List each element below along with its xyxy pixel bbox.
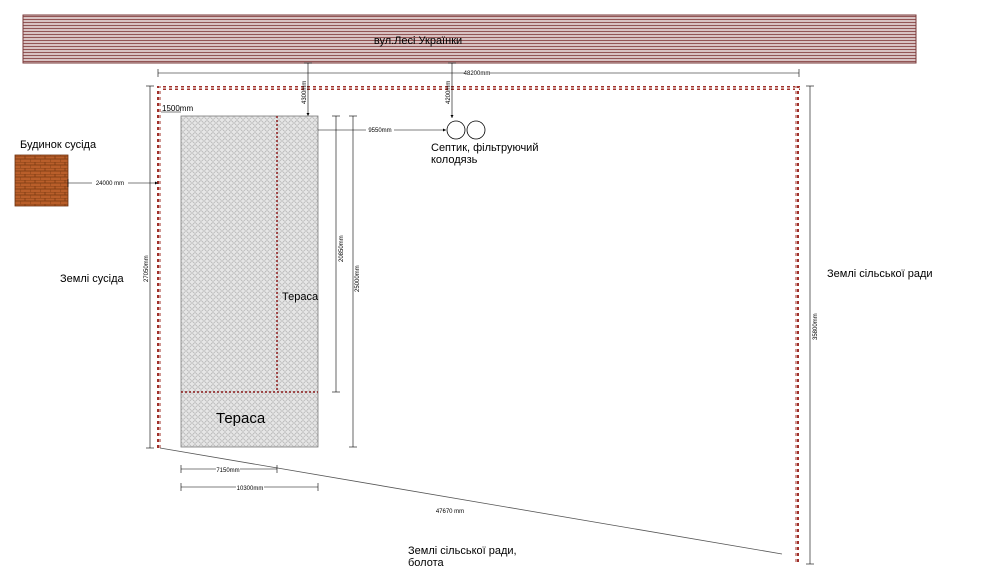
dim-label-house-width: 10300mm: [237, 486, 264, 492]
plot-boundary: [157, 86, 800, 564]
dim-label-left-side: 27050mm: [144, 255, 150, 282]
street-name: вул.Лесі Українки: [374, 35, 462, 47]
septic-label-line1: Септик, фільтруючий: [431, 142, 538, 154]
dim-label-house-width-inner: 7150mm: [216, 468, 239, 474]
filter-well-icon: [466, 120, 486, 140]
dim-house-width-inner: 7150mm: [180, 465, 278, 474]
fence-left: [157, 86, 161, 448]
house-block: Тераса Тераса: [180, 115, 319, 448]
terrace-right-label: Тераса: [282, 291, 319, 303]
dim-label-right-side: 35800mm: [813, 313, 819, 340]
fence-top: [158, 86, 800, 90]
dim-label-house-full-depth: 25000mm: [355, 265, 361, 292]
street-band: [22, 14, 917, 64]
neighbor-house-label: Будинок сусіда: [20, 139, 97, 151]
council-land-label: Землі сільської ради: [827, 268, 933, 280]
dim-top-width: 48200mm: [157, 69, 800, 77]
dim-house-full-depth: 25000mm: [349, 115, 361, 448]
swamp-label-line1: Землі сільської ради,: [408, 545, 517, 557]
dim-label-bottom-diagonal: 47670 mm: [436, 509, 464, 515]
dim-label-house-offset: 1500mm: [162, 104, 193, 113]
dim-street-gap-1: 4300mm: [302, 62, 312, 116]
dim-house-offset: 1500mm: [161, 104, 193, 113]
septic: 9550mm Септик, фільтруючий колодязь: [318, 120, 538, 166]
dim-label-street-gap-2: 4200mm: [446, 81, 452, 104]
dim-right-side: 35800mm: [806, 85, 819, 565]
dim-label-street-gap-1: 4300mm: [302, 81, 308, 104]
dim-label-neighbor-offset: 24000 mm: [96, 181, 124, 187]
dim-label-septic-offset: 9550mm: [368, 128, 391, 134]
street: вул.Лесі Українки: [22, 14, 917, 64]
dim-house-width: 10300mm: [180, 483, 319, 492]
septic-tank-icon: [446, 120, 466, 140]
fence-right: [795, 86, 799, 564]
septic-label-line2: колодязь: [431, 154, 478, 166]
dim-street-gap-2: 4200mm: [446, 62, 456, 118]
terrace-bottom-label: Тераса: [216, 410, 266, 427]
dim-label-top-width: 48200mm: [464, 71, 491, 77]
neighbor-house: Будинок сусіда: [14, 139, 97, 207]
dim-label-house-depth: 20850mm: [339, 235, 345, 262]
dim-neighbor-offset: 24000 mm: [67, 179, 158, 187]
neighbor-land-label: Землі сусіда: [60, 273, 124, 285]
boundary-diagonal: [159, 447, 783, 555]
house-footprint: [180, 115, 319, 448]
dim-left-side: 27050mm: [144, 85, 154, 449]
brick-house-icon: [14, 154, 69, 207]
dim-house-depth: 20850mm: [332, 115, 345, 393]
swamp-label-line2: болота: [408, 557, 445, 569]
